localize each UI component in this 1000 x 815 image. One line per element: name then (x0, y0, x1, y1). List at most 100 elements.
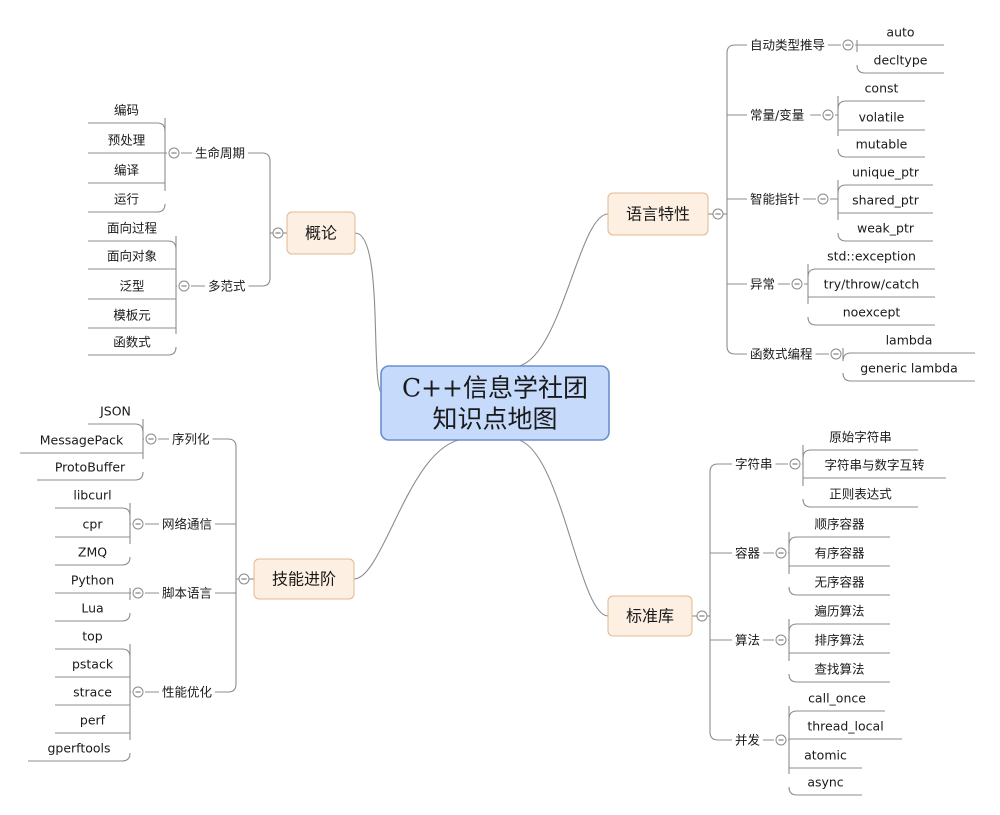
stdlib-sub-3-line (709, 731, 789, 741)
advanced-leaf-node: pstack (72, 657, 114, 672)
language-sub-0-collapse-toggle[interactable] (842, 39, 854, 51)
language-sub-2-collapse-toggle[interactable] (817, 193, 829, 205)
advanced-sub-1-label-bg (159, 514, 215, 534)
advanced-sub-0-collapse-toggle[interactable] (145, 433, 157, 445)
advanced-sub-0-label: 序列化 (172, 432, 210, 447)
advanced-sub-2-leaf-1-line (55, 612, 131, 622)
language-sub-3-leaf-2-line (807, 316, 935, 326)
stdlib-root-connector (512, 438, 609, 617)
advanced-sub-1-leaf-2-line (55, 556, 131, 566)
overview-sub-1-label-bg (205, 276, 249, 296)
language-leaf-node: lambda (886, 333, 933, 348)
advanced-sub-0-label-bg (169, 429, 213, 449)
overview-sub-1-line (176, 277, 271, 287)
language-sub-4-line (726, 345, 843, 355)
stdlib-leaf-node: 遍历算法 (814, 604, 864, 619)
advanced-sub-2-collapse-toggle[interactable] (132, 587, 144, 599)
overview-collapse-toggle[interactable] (272, 227, 284, 239)
advanced-collapse-toggle[interactable] (238, 573, 250, 585)
branch-label-language: 语言特性 (626, 205, 690, 224)
overview-sub-0-leaf-0-line (88, 122, 166, 132)
stdlib-sub-3-label: 并发 (735, 733, 761, 748)
stdlib-sub-1-label: 容器 (735, 546, 761, 561)
stdlib-leaf-node: 排序算法 (814, 633, 864, 648)
overview-sub-0-collapse-toggle[interactable] (168, 147, 180, 159)
stdlib-sub-0-leaf-0-line (802, 449, 918, 459)
branch-node-language[interactable]: 语言特性 (607, 192, 709, 236)
language-sub-4-collapse-toggle[interactable] (830, 348, 842, 360)
language-sub-2-label-bg (747, 189, 803, 209)
stdlib-leaf-node: 有序容器 (814, 546, 865, 561)
root-box (380, 365, 610, 441)
advanced-sub-1-leaf-0-line (55, 507, 131, 517)
advanced-leaf-node: ZMQ (78, 545, 107, 560)
overview-sub-0-label-bg (192, 143, 248, 163)
stdlib-sub-2-leaf-0-line (788, 623, 890, 633)
stdlib-sub-3-collapse-toggle[interactable] (775, 734, 787, 746)
overview-sub-1-leaf-0-line (88, 240, 177, 250)
language-sub-1-label-bg (747, 105, 811, 125)
overview-leaf-node: 面向过程 (107, 221, 158, 236)
advanced-sub-1-label: 网络通信 (162, 517, 212, 532)
overview-sub-0-leaf-3-line (88, 203, 166, 213)
language-sub-1-collapse-toggle[interactable] (822, 109, 834, 121)
branch-label-advanced: 技能进阶 (272, 570, 336, 589)
language-sub-4-label-bg (747, 344, 816, 364)
advanced-sub-3-leaf-4-line (28, 752, 131, 762)
overview-sub-0-line (165, 152, 271, 162)
language-leaf-node: weak_ptr (857, 221, 915, 236)
stdlib-leaf-node: 原始字符串 (829, 430, 892, 445)
language-sub-4-label: 函数式编程 (750, 347, 813, 362)
overview-leaf-node: 运行 (114, 192, 139, 207)
stdlib-sub-1-leaf-2-line (788, 586, 890, 596)
advanced-sub-3-leaf-0-line (55, 648, 131, 658)
language-sub-0-label-bg (747, 35, 828, 55)
language-sub-1-label: 常量/变量 (750, 108, 804, 123)
overview-leaf-node: 编译 (114, 163, 140, 178)
language-sub-2-label: 智能指针 (750, 192, 800, 207)
stdlib-sub-0-collapse-toggle[interactable] (789, 458, 801, 470)
stdlib-sub-0-label-bg (732, 454, 776, 474)
stdlib-leaf-node: call_once (808, 691, 866, 706)
stdlib-leaf-node: atomic (804, 748, 847, 763)
overview-leaf-node: 面向对象 (107, 249, 157, 264)
stdlib-leaf-node: 查找算法 (814, 662, 864, 677)
advanced-sub-3-collapse-toggle[interactable] (132, 686, 144, 698)
language-collapse-toggle[interactable] (712, 208, 724, 220)
stdlib-collapse-toggle[interactable] (696, 610, 708, 622)
stdlib-sub-0-label: 字符串 (735, 457, 773, 472)
branch-node-stdlib[interactable]: 标准库 (607, 595, 693, 637)
overview-root-connector (354, 232, 384, 395)
language-sub-4-leaf-1-line (842, 372, 975, 382)
stdlib-sub-3-label-bg (732, 730, 763, 750)
language-leaf-node: mutable (856, 137, 908, 152)
overview-leaf-node: 泛型 (119, 279, 144, 294)
branch-label-stdlib: 标准库 (626, 607, 674, 626)
language-sub-4-leaf-0-line (842, 352, 975, 362)
branch-node-advanced[interactable]: 技能进阶 (253, 558, 355, 600)
language-leaf-node: shared_ptr (852, 193, 920, 208)
stdlib-sub-3-leaf-0-line (788, 710, 885, 720)
stdlib-sub-2-collapse-toggle[interactable] (775, 634, 787, 646)
advanced-sub-1-collapse-toggle[interactable] (132, 518, 144, 530)
stdlib-sub-1-collapse-toggle[interactable] (775, 547, 787, 559)
advanced-sub-0-leaf-2-line (37, 471, 144, 481)
overview-sub-1-collapse-toggle[interactable] (178, 280, 190, 292)
branch-node-overview[interactable]: 概论 (286, 211, 356, 255)
advanced-leaf-node: Python (71, 573, 114, 588)
language-leaf-node: unique_ptr (852, 165, 920, 180)
overview-sub-1-label: 多范式 (208, 279, 246, 294)
stdlib-sub-0-leaf-2-line (802, 498, 918, 508)
language-root-connector (512, 213, 609, 368)
overview-leaf-node: 函数式 (113, 335, 151, 350)
overview-leaf-node: 编码 (114, 103, 139, 118)
language-sub-3-collapse-toggle[interactable] (791, 278, 803, 290)
stdlib-leaf-node: 无序容器 (814, 575, 865, 590)
advanced-sub-0-leaf-0-line (88, 423, 144, 433)
language-leaf-node: std::exception (827, 249, 916, 264)
advanced-root-connector (353, 438, 468, 580)
overview-sub-1-leaf-4-line (88, 346, 177, 356)
advanced-leaf-node: top (82, 629, 103, 644)
root-title-line1: C++信息学社团 (402, 374, 588, 403)
